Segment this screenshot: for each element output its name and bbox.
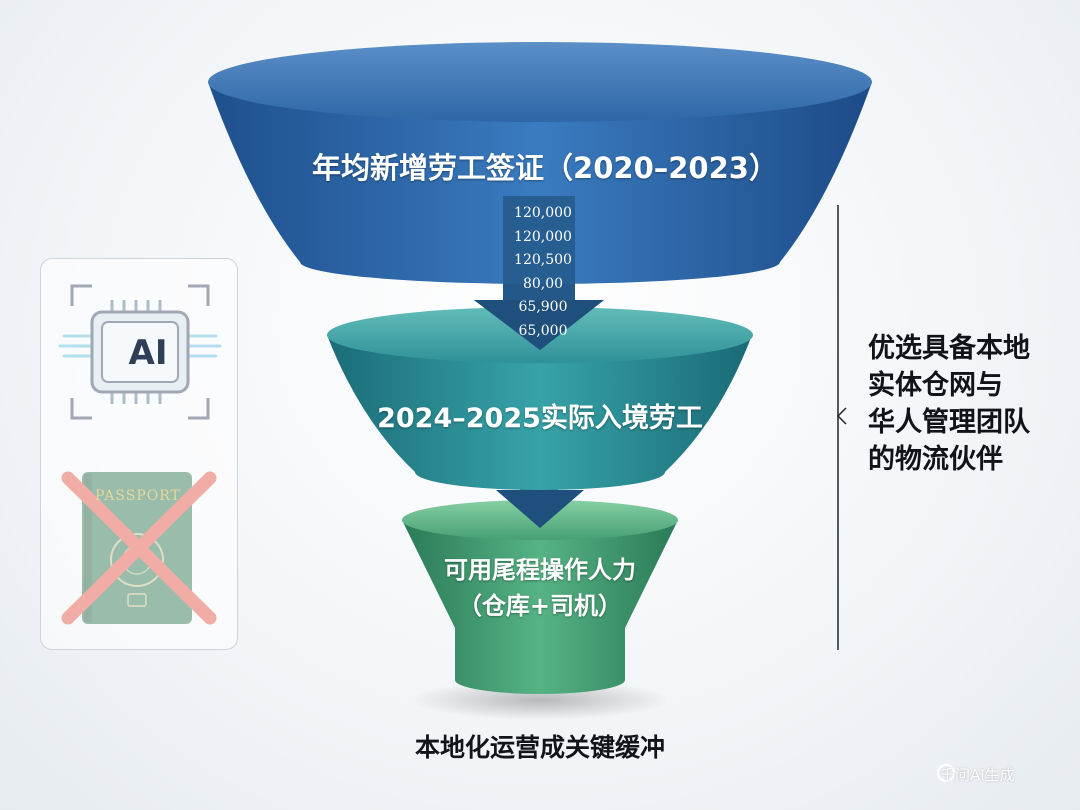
left-icon-panel [40, 258, 238, 650]
funnel-stage-1 [208, 42, 872, 284]
side-note-line: 实体仓网与 [868, 370, 1003, 401]
arrow-stem-overlay [474, 196, 604, 350]
number-item: 120,500 [514, 252, 572, 268]
watermark: 千问AI生成 [940, 766, 1015, 784]
ai-badge: AI [128, 333, 168, 373]
number-item: 80,00 [522, 275, 564, 292]
side-note: 优选具备本地 实体仓网与 华人管理团队 的物流伙伴 [868, 330, 1068, 478]
number-list: 120,000 120,000 120,500 80,00 65,900 65,… [503, 202, 583, 343]
stage2-label: 2024–2025实际入境劳工 [377, 403, 703, 434]
side-note-line: 华人管理团队 [868, 407, 1030, 438]
funnel-stage-2 [327, 307, 753, 490]
number-item: 120,000 [514, 205, 572, 221]
stage3-label-line1: 可用尾程操作人力 [444, 556, 636, 584]
stage1-label: 年均新增劳工签证（2020–2023） [312, 151, 778, 185]
side-note-line: 优选具备本地 [868, 333, 1030, 364]
passport-label: PASSPORT [95, 488, 181, 504]
funnel-shadow [410, 680, 670, 720]
stage3-label-line2: （仓库+司机） [457, 592, 623, 620]
side-bracket [836, 205, 847, 650]
number-item: 120,000 [514, 228, 572, 245]
number-item: 65,000 [518, 322, 568, 339]
bottom-caption: 本地化运营成关键缓冲 [414, 733, 665, 762]
number-item: 65,900 [518, 299, 568, 315]
watermark-logo-icon [937, 764, 955, 782]
side-note-line: 的物流伙伴 [868, 444, 1003, 475]
